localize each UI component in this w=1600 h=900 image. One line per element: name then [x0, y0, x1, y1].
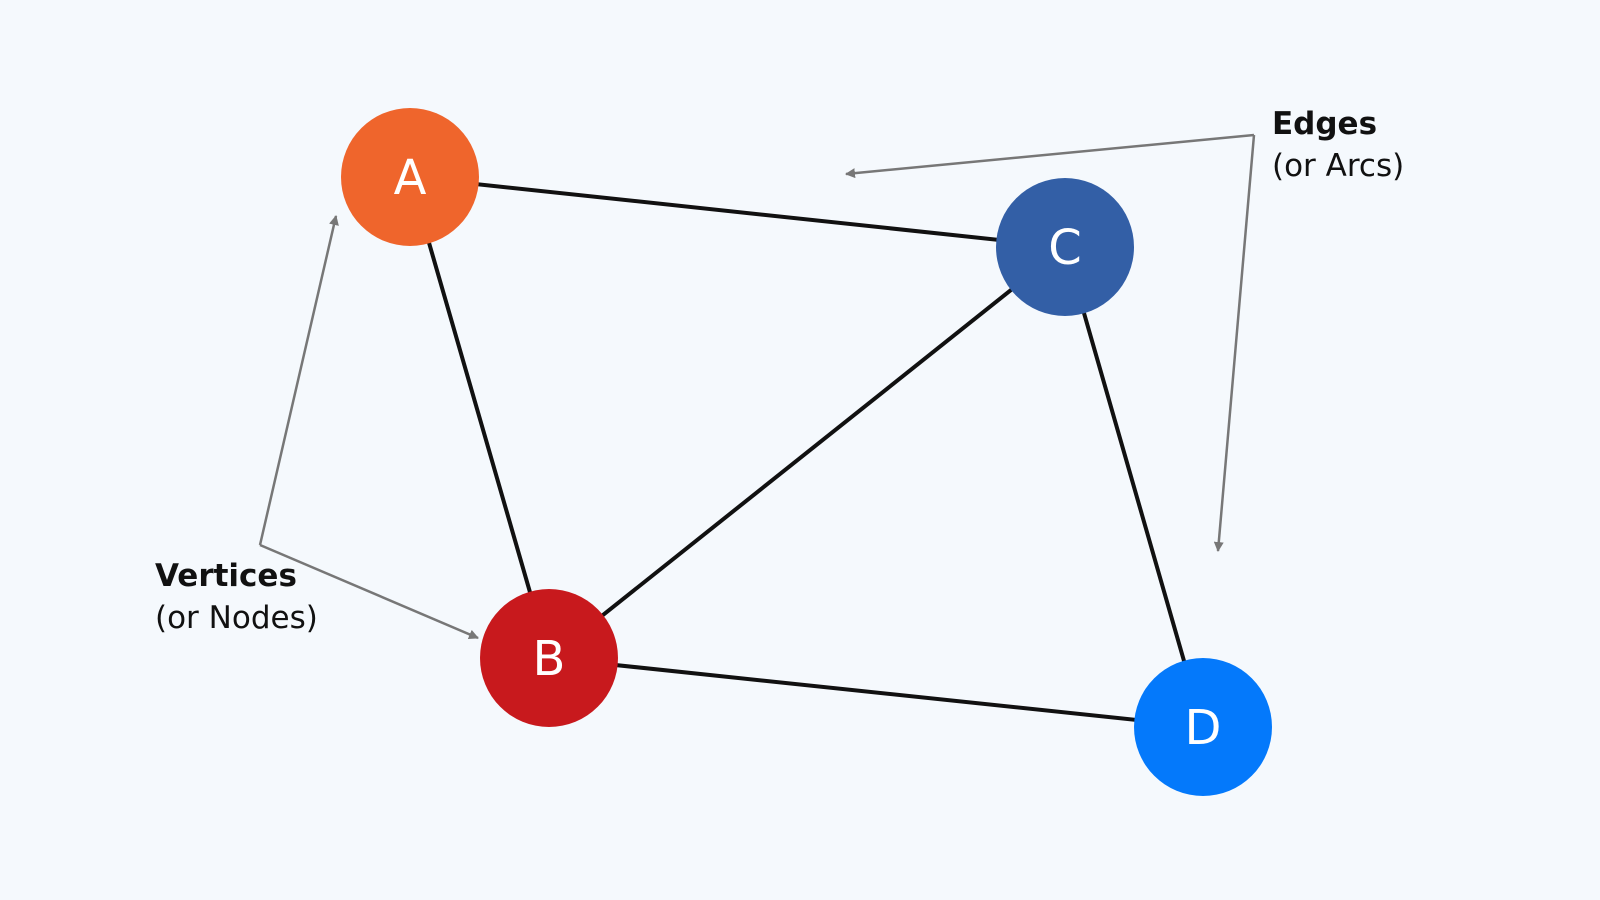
- vertices-arrow-to-a: [258, 215, 339, 546]
- nodes-layer: A B C D: [341, 108, 1272, 796]
- node-c: C: [996, 178, 1134, 316]
- edges-arrow-to-ac: [845, 133, 1255, 179]
- edge-a-b: [408, 176, 551, 659]
- node-b-circle: [480, 589, 618, 727]
- node-a: A: [341, 108, 479, 246]
- node-a-circle: [341, 108, 479, 246]
- node-d-circle: [1134, 658, 1272, 796]
- edges-layer: [408, 175, 1205, 729]
- node-a-label: A: [394, 150, 427, 206]
- edge-c-d: [1063, 246, 1205, 728]
- node-b: B: [480, 589, 618, 727]
- node-b-label: B: [533, 631, 566, 687]
- edges-title: Edges: [1272, 106, 1378, 142]
- edges-arrow-to-cd: [1213, 134, 1256, 552]
- node-d-label: D: [1185, 700, 1222, 756]
- edges-annotation: Edges (or Arcs): [1272, 103, 1404, 187]
- node-c-circle: [996, 178, 1134, 316]
- edge-b-d: [548, 656, 1204, 729]
- edge-b-c: [547, 245, 1067, 660]
- node-c-label: C: [1048, 220, 1082, 276]
- vertices-annotation: Vertices (or Nodes): [155, 555, 318, 639]
- vertices-subtitle: (or Nodes): [155, 600, 318, 636]
- vertices-title: Vertices: [155, 558, 297, 594]
- vertices-arrow-to-b: [259, 543, 479, 640]
- node-d: D: [1134, 658, 1272, 796]
- annotation-arrows-layer: [258, 133, 1256, 640]
- edge-a-c: [409, 175, 1066, 249]
- edges-subtitle: (or Arcs): [1272, 148, 1405, 184]
